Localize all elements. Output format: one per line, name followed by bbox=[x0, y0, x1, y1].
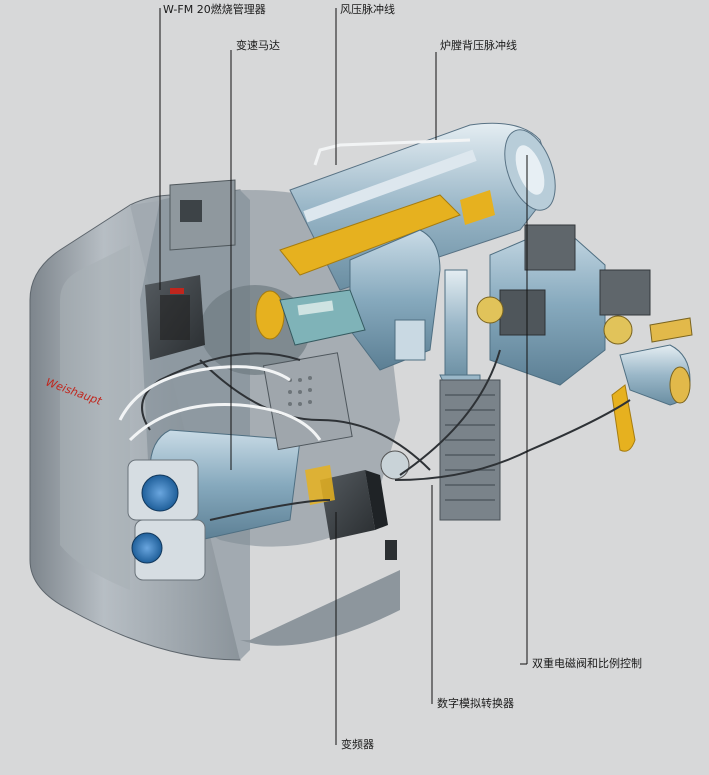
label-controller: W-FM 20燃烧管理器 bbox=[163, 3, 266, 16]
label-air-pressure-line: 风压脉冲线 bbox=[340, 3, 395, 16]
wfm20-controller bbox=[145, 179, 236, 360]
leader-lines bbox=[159, 8, 528, 745]
pipework bbox=[439, 269, 501, 521]
white-cables bbox=[118, 138, 471, 442]
inverter-unit bbox=[305, 465, 388, 540]
dac-unit bbox=[380, 450, 410, 560]
yellow-gas-lance bbox=[255, 190, 495, 340]
gas-valve-train bbox=[476, 224, 693, 452]
display-module bbox=[279, 289, 366, 346]
label-furnace-back-pressure-line: 炉膛背压脉冲线 bbox=[440, 39, 517, 52]
label-dual-solenoid-valve: 双重电磁阀和比例控制 bbox=[532, 657, 642, 670]
label-inverter: 变频器 bbox=[341, 738, 374, 751]
label-vsd-motor: 变速马达 bbox=[236, 39, 280, 52]
cables bbox=[141, 349, 631, 521]
fan-housing bbox=[349, 229, 441, 371]
label-dac: 数字模拟转换器 bbox=[437, 697, 514, 710]
servo-motors bbox=[127, 459, 206, 581]
